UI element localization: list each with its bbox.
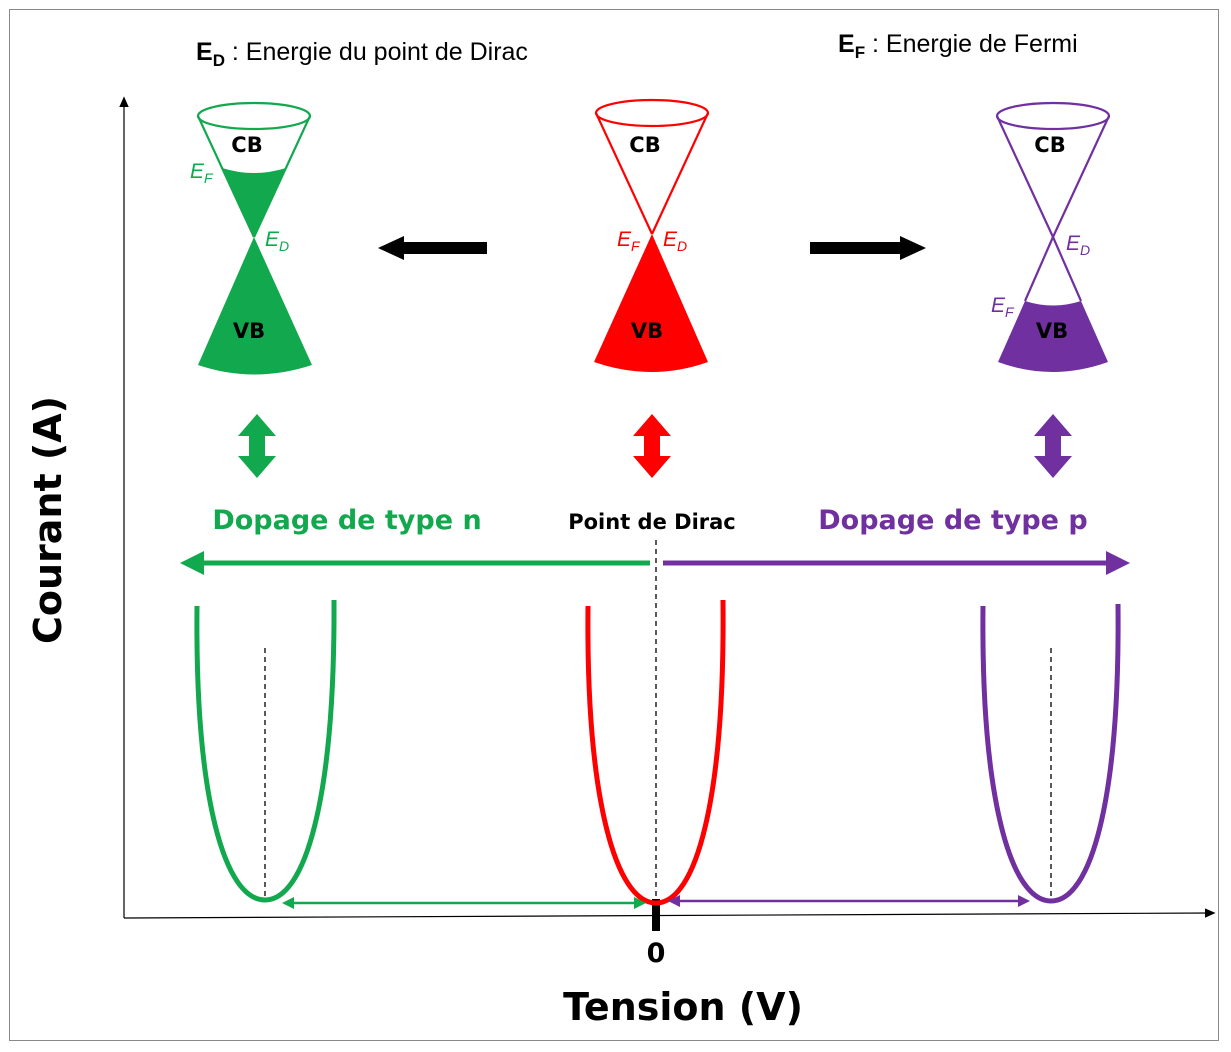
dirac-point-label: Point de Dirac [568,510,736,534]
cone-n-vb-label: VB [233,319,265,343]
axes [119,96,1216,931]
zero-tick-label: 0 [647,938,666,969]
n-direction-arrow [180,551,650,575]
x-axis [123,908,1216,919]
cone-n-type: CB VB EF ED [190,101,312,375]
cone-p-ed-label: ED [1066,232,1090,258]
cone-n-ef-label: EF [190,160,214,186]
cone-p-cb-label: CB [1034,133,1065,157]
double-arrow-n [238,414,276,478]
double-arrow-p [1034,414,1072,478]
n-shift-arrow [282,897,646,909]
cone-p-ef-label: EF [991,294,1015,320]
y-axis-label: Courant (A) [26,396,70,644]
p-doping-label: Dopage de type p [818,505,1087,536]
legend-ef: EF : Energie de Fermi [838,30,1078,62]
cone-dirac-ed-label: ED [663,228,687,254]
arrow-left-black [378,236,487,260]
cone-dirac-ef-label: EF [617,228,641,254]
p-direction-arrow [663,551,1130,575]
cone-p-vb-label: VB [1036,319,1068,343]
cone-dirac-cb-label: CB [629,133,660,157]
cone-n-cb-label: CB [231,133,262,157]
cone-n-top-rim [196,101,312,131]
figure-frame [9,9,1219,1041]
x-axis-label: Tension (V) [563,985,803,1029]
cone-n-conduction-band-fill [222,168,286,237]
cone-p-type: CB VB EF ED [991,101,1111,372]
n-doping-label: Dopage de type n [212,505,481,536]
cone-dirac-top-rim [594,98,710,128]
cone-dirac: CB VB EF ED [594,98,710,372]
p-shift-arrow [668,895,1030,907]
curve-dirac [585,599,726,906]
zero-tick-mark [652,899,660,931]
cone-dirac-vb-label: VB [631,319,663,343]
curve-n-type [194,599,337,903]
cone-dirac-valence-band-fill [594,234,708,372]
curve-p-type [980,603,1121,904]
cone-p-valence-band-fill [998,301,1108,372]
cone-n-ed-label: ED [265,228,289,254]
arrow-right-black [810,236,926,260]
double-arrow-dirac [633,414,671,478]
cone-n-valence-band-fill [198,237,312,375]
legend-ed: ED : Energie du point de Dirac [196,38,528,70]
cone-p-top-rim [995,101,1111,131]
